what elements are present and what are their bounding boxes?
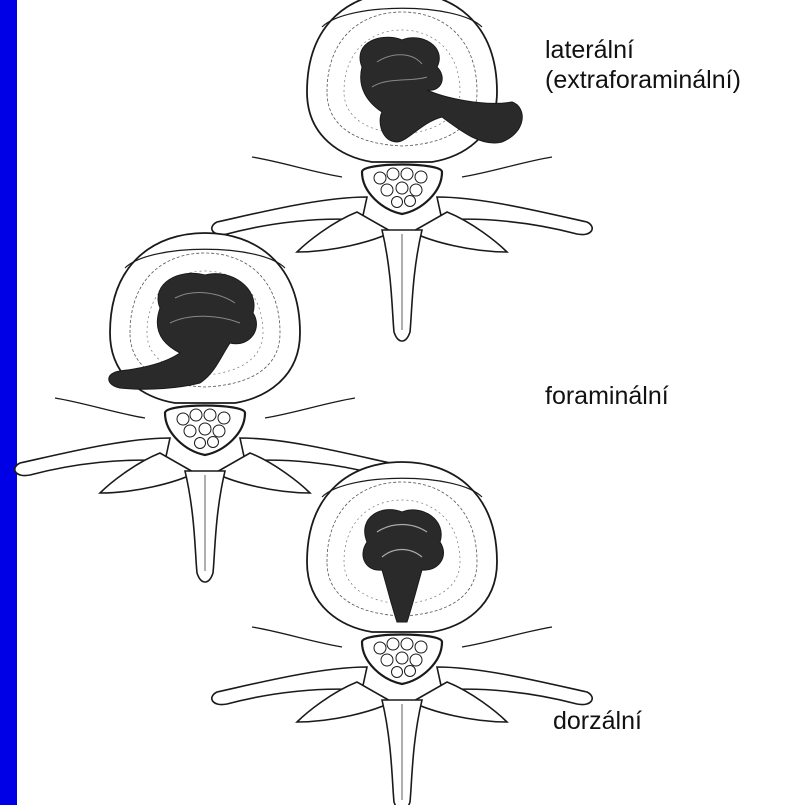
label-lateral-extraforaminal: (extraforaminální)	[545, 65, 741, 95]
vertebra-dorsal	[212, 462, 592, 805]
label-lateral: laterální	[545, 35, 634, 65]
label-dorsal: dorzální	[553, 706, 642, 736]
label-foraminal: foraminální	[545, 381, 669, 411]
